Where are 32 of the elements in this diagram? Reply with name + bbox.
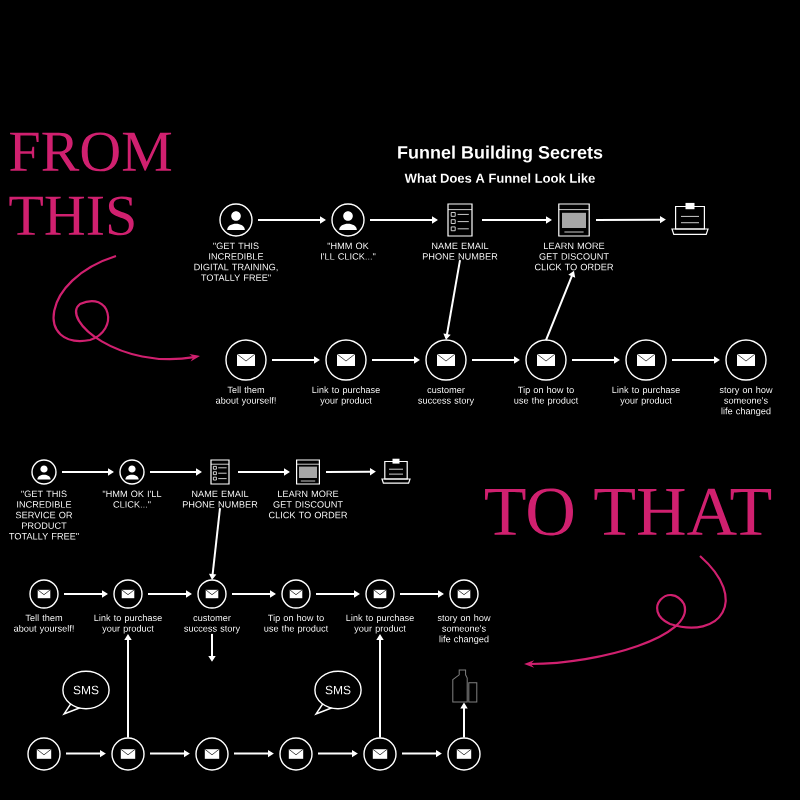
- arrow: [399, 590, 444, 598]
- arrow: [63, 590, 108, 598]
- arrow: [376, 634, 384, 739]
- email-icon: [279, 737, 313, 771]
- arrow: [471, 356, 520, 364]
- arrow: [124, 634, 132, 739]
- email-icon: [363, 737, 397, 771]
- big-heading: TO THAT: [485, 488, 772, 536]
- arrow: [231, 590, 276, 598]
- email-icon: [111, 737, 145, 771]
- bottle-icon: [452, 669, 478, 703]
- arrow: [147, 590, 192, 598]
- arrow: [369, 216, 438, 224]
- arrow: [237, 468, 290, 476]
- email-icon: [447, 737, 481, 771]
- arrow: [271, 356, 320, 364]
- arrow: [371, 356, 420, 364]
- arrow: [208, 632, 216, 662]
- laptop-icon: [381, 458, 411, 484]
- arrow: [149, 468, 202, 476]
- email-icon: [27, 737, 61, 771]
- arrow: [671, 356, 720, 364]
- heading: Funnel Building Secrets: [398, 145, 603, 163]
- arrow: [443, 259, 461, 340]
- email-icon: [195, 737, 229, 771]
- arrow: [61, 468, 114, 476]
- arrow: [315, 590, 360, 598]
- laptop-icon: [671, 202, 709, 235]
- arrow: [571, 356, 620, 364]
- big-heading: FROM THIS: [9, 132, 172, 236]
- arrow: [257, 216, 326, 224]
- arrow: [481, 216, 552, 224]
